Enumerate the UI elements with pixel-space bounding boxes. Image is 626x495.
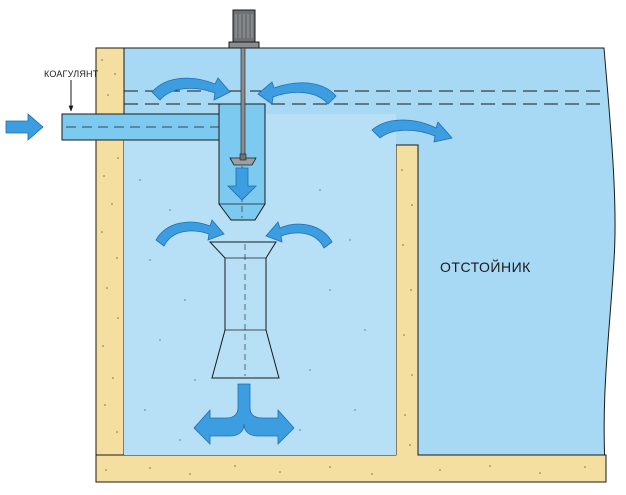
flow-arrow-icon [193, 383, 295, 445]
mixer-shaft [240, 47, 246, 161]
concrete-texture [101, 59, 586, 475]
tank-wall-left [95, 47, 125, 456]
coagulant-label: КОАГУЛЯНТ [44, 69, 99, 79]
flow-arrow-icon [155, 219, 225, 247]
flow-arrow-icon [371, 119, 453, 143]
impeller-icon [229, 153, 257, 166]
flow-arrow-icon [151, 77, 231, 101]
flow-arrow-icon [5, 113, 44, 141]
flow-arrow-icon [227, 167, 257, 201]
flow-arrow-icon [265, 221, 333, 249]
reaction-chamber [208, 241, 280, 379]
flow-arrow-icon [257, 81, 337, 105]
electric-motor-icon [228, 9, 260, 49]
settler-label: ОТСТОЙНИК [440, 259, 531, 275]
